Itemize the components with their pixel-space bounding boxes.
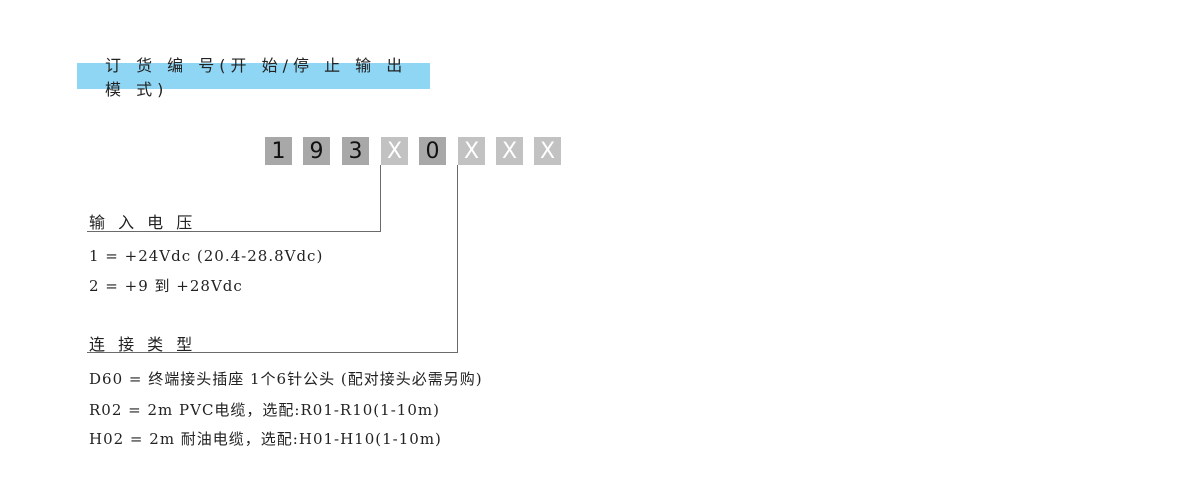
input-voltage-underline — [87, 231, 381, 232]
code-box-1: 1 — [265, 137, 292, 165]
input-voltage-heading: 输 入 电 压 — [89, 213, 197, 232]
code-box-4: X — [381, 137, 408, 165]
code-box-5: 0 — [419, 137, 446, 165]
connection-type-option-1: D60 = 终端接头插座 1个6针公头 (配对接头必需另购) — [89, 370, 483, 388]
code-box-3: 3 — [342, 137, 369, 165]
input-voltage-option-1: 1 = +24Vdc (20.4-28.8Vdc) — [89, 247, 324, 265]
code-box-8: X — [534, 137, 561, 165]
connection-type-underline — [87, 352, 458, 353]
order-code-title-banner: 订 货 编 号(开 始/停 止 输 出 模 式) — [77, 56, 430, 99]
input-voltage-connector-vertical — [380, 165, 381, 232]
code-box-2: 9 — [303, 137, 330, 165]
code-box-7: X — [496, 137, 523, 165]
connection-type-option-3: H02 = 2m 耐油电缆，选配:H01-H10(1-10m) — [89, 430, 442, 448]
input-voltage-option-2: 2 = +9 到 +28Vdc — [89, 277, 243, 295]
connection-type-connector-vertical — [457, 165, 458, 353]
connection-type-heading: 连 接 类 型 — [89, 335, 197, 354]
order-code-title: 订 货 编 号(开 始/停 止 输 出 模 式) — [105, 56, 408, 99]
code-box-6: X — [458, 137, 485, 165]
connection-type-option-2: R02 = 2m PVC电缆，选配:R01-R10(1-10m) — [89, 401, 440, 419]
